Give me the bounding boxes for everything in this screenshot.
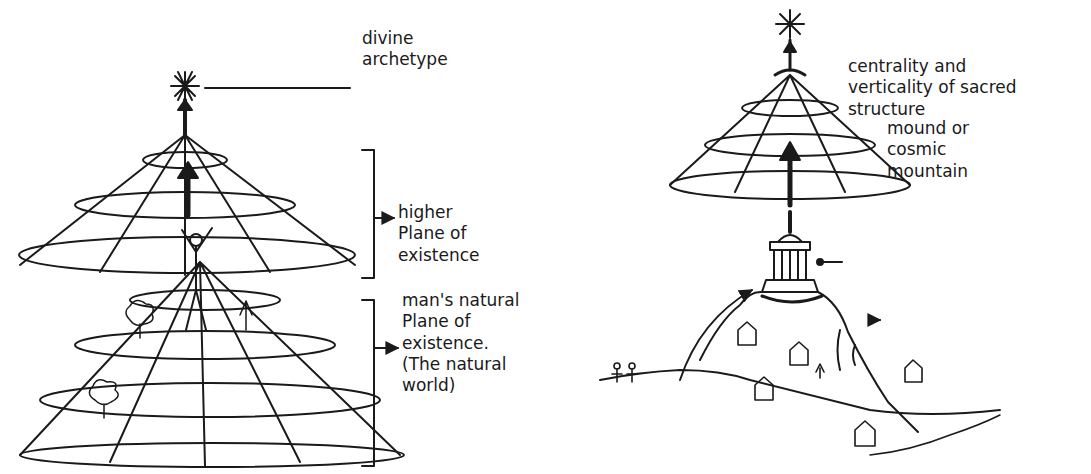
annotation-label: divine archetype (362, 28, 472, 71)
cosmic-mound (600, 292, 1000, 432)
annotation-label: mound or cosmic mountain (887, 118, 997, 182)
houses (738, 322, 922, 446)
divine-star (171, 72, 199, 100)
trees (89, 300, 252, 418)
upper-cone (19, 135, 355, 275)
river (870, 415, 1000, 455)
axis-arrowhead (178, 100, 192, 110)
annotation-label: higher Plane of existence (398, 202, 498, 266)
axis-arrowhead (784, 42, 796, 52)
leader-line (205, 87, 350, 89)
people (612, 363, 637, 382)
lower-cone (20, 262, 404, 467)
annotation-label: centrality and verticality of sacred str… (848, 56, 1023, 120)
ascending-arrowhead (780, 142, 800, 160)
ascending-arrowhead (178, 162, 198, 178)
ascent-arrow (680, 290, 752, 380)
sacred-structure (762, 212, 818, 292)
annotation-label: man's natural Plane of existence. (The n… (402, 290, 532, 396)
brackets (362, 150, 398, 466)
leader-dot (817, 259, 823, 265)
divine-star-right (776, 10, 804, 38)
